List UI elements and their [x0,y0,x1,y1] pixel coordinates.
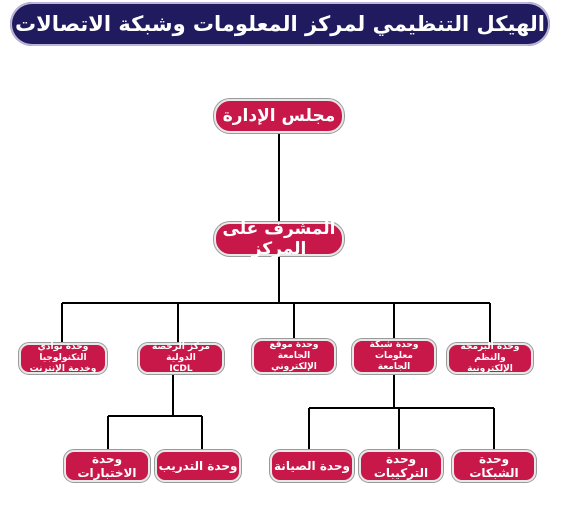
node-sub-tests: وحدة الاختبارات [64,450,150,482]
node-board: مجلس الإدارة [214,99,344,133]
node-sub-networks: وحدة الشبكات [452,450,536,482]
node-sub-maintenance: وحدة الصيانة [270,450,354,482]
node-unit-network: وحدة شبكة معلومات الجامعة [352,339,436,374]
node-supervisor: المشرف على المركز [214,219,344,259]
chart-title: الهيكل التنظيمي لمركز المعلومات وشبكة ال… [10,2,550,46]
node-unit-clubs: وحدة نوادي التكنولوجيا وخدمة الإنترنت [19,342,107,374]
node-unit-website: وحدة موقع الجامعة الإلكتروني [252,339,336,374]
node-unit-programming: وحدة البرمجة والنظم الإلكترونية [447,342,533,374]
node-sub-installations: وحدة التركيبات [359,450,443,482]
node-unit-icdl: مركز الرخصة الدولية ICDL [138,342,224,374]
node-sub-training: وحدة التدريب [155,450,241,482]
